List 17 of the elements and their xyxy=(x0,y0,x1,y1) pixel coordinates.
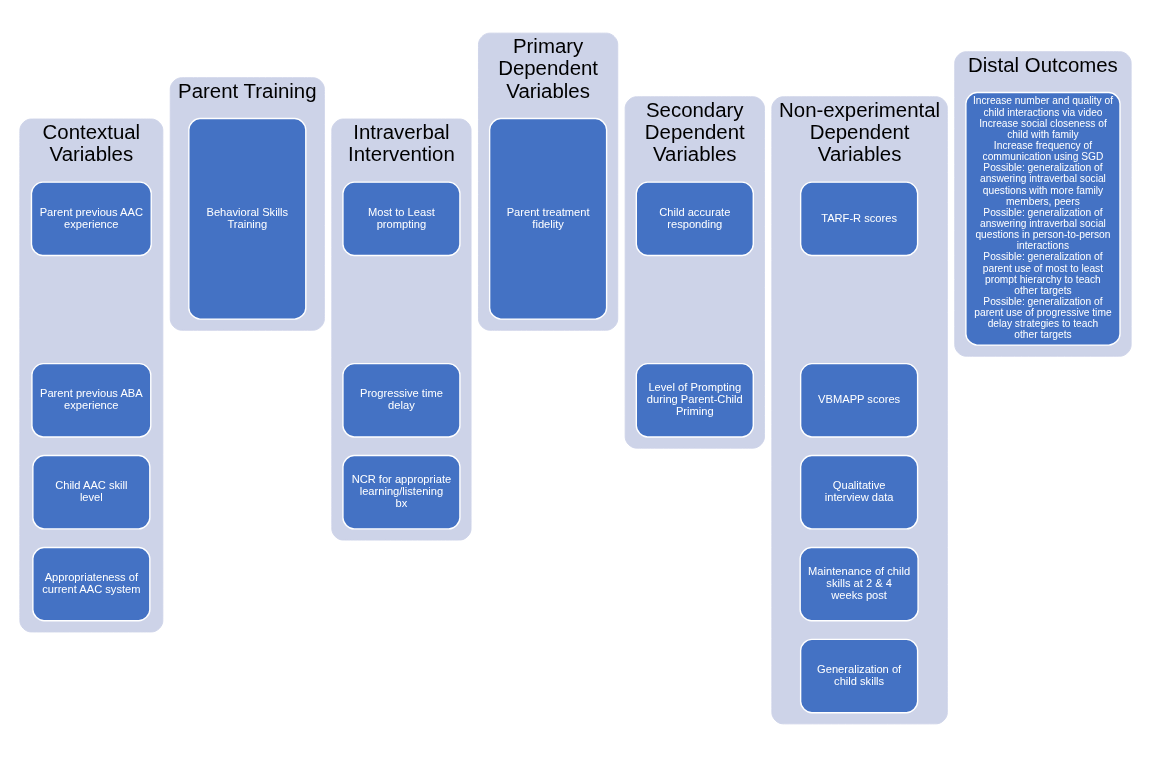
node-box: Child accurate responding xyxy=(635,181,754,257)
node-box: VBMAPP scores xyxy=(799,362,919,438)
node-box: NCR for appropriate learning/listening bx xyxy=(342,454,461,530)
node-box: Increase number and quality of child interactions via video Increase social closeness of child with family Increase frequency of communication using SGD Possible: generalization of answering intraverbal social questions with more family members, peers Possible: generalization of answering intraverbal social questions in person-to-person interactions Possible: generalization of parent use of most to least prompt hierarchy to teach other targets Possible: generalization of parent use of progressive time delay strategies to teach other targets xyxy=(965,91,1121,346)
node-box: Maintenance of child skills at 2 & 4 weeks post xyxy=(799,546,919,622)
node-box: Parent previous AAC experience xyxy=(30,181,152,257)
node-box: Parent treatment fidelity xyxy=(488,117,608,320)
node-box: Parent previous ABA experience xyxy=(31,362,152,438)
node-box: Generalization of child skills xyxy=(799,638,919,714)
node-box: Level of Prompting during Parent-Child Priming xyxy=(635,362,754,438)
node-box: Appropriateness of current AAC system xyxy=(32,546,151,622)
node-box: Qualitative interview data xyxy=(799,454,919,530)
node-box: Most to Least prompting xyxy=(342,181,461,257)
node-box: TARF-R scores xyxy=(799,181,919,257)
node-box: Progressive time delay xyxy=(342,362,461,438)
node-box: Behavioral Skills Training xyxy=(188,117,307,320)
node-box: Child AAC skill level xyxy=(32,454,151,530)
